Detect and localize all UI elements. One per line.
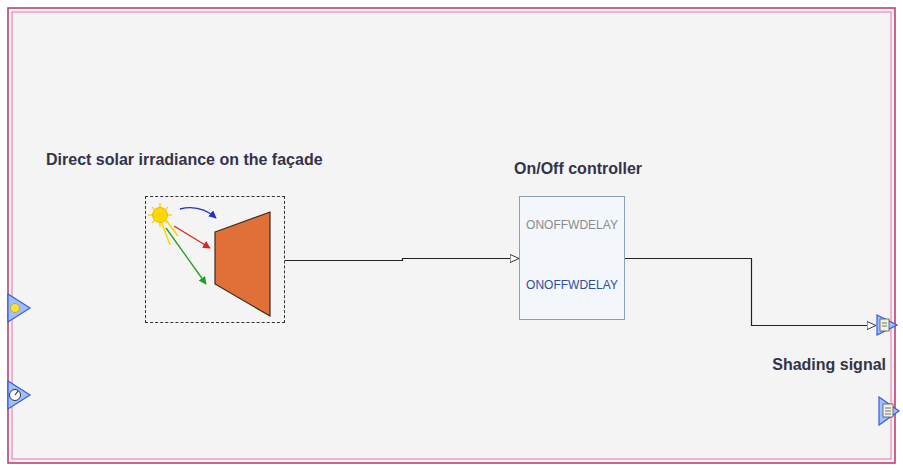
gauge-input-port [8,381,30,409]
type-name-grey: ONOFFWDELAY [520,218,624,232]
signal-label: Shading signal [772,356,886,374]
inner-frame [12,12,891,459]
output-port-2 [879,397,899,425]
block-heading: Direct solar irradiance on the façade [46,151,323,169]
block-heading: On/Off controller [514,160,642,178]
signal-connector [285,259,519,261]
signal-connector [625,259,876,326]
outer-frame [8,8,895,463]
irradiance-block: Direct solar irradiance on the façade [145,196,285,323]
solar-facade-icon [148,203,270,316]
controller-box: On/Off controllerONOFFWDELAYONOFFWDELAY [519,196,625,320]
type-name: ONOFFWDELAY [520,278,624,292]
solar-input-port [8,294,30,322]
output-port: Shading signal [876,314,898,336]
port-icon [876,314,898,336]
